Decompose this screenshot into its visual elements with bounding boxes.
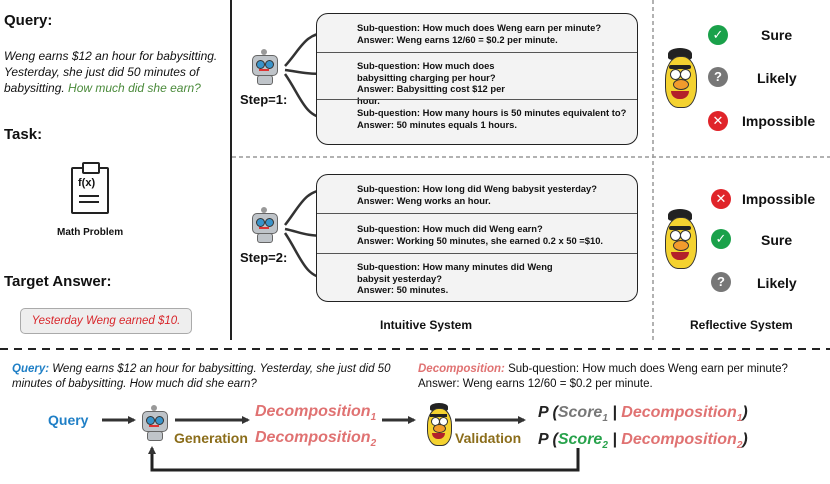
- subscript: 1: [370, 412, 377, 424]
- candidate-1a: Sub-question: How much does Weng earn pe…: [317, 22, 637, 45]
- subscript: 1: [602, 413, 608, 425]
- query-text: Weng earns $12 an hour for babysitting. …: [4, 48, 226, 96]
- query-body: Weng earns $12 an hour for babysitting. …: [4, 49, 218, 95]
- rating-label: Likely: [757, 70, 797, 86]
- sub-question: Sub-question: How long did Weng babysit …: [357, 183, 597, 194]
- decomposition-1: Decomposition1: [255, 402, 376, 428]
- sub-answer: Answer: 50 minutes equals 1 hours.: [357, 118, 517, 130]
- probability-1: P (Score1 | Decomposition1): [538, 404, 748, 425]
- question-icon: ?: [711, 272, 731, 292]
- sub-question: Sub-question: How much did Weng earn?: [357, 223, 543, 234]
- generation-label: Generation: [174, 430, 248, 446]
- step1-label: Step=1:: [240, 92, 288, 107]
- bottom-decomp-text: Sub-question: How much does Weng earn pe…: [418, 363, 788, 390]
- candidate-2c: Sub-question: How many minutes did Weng …: [317, 261, 557, 296]
- rating-label: Sure: [761, 27, 793, 43]
- validator-character-icon: [661, 209, 699, 269]
- divider: [317, 52, 637, 53]
- sub-question: Sub-question: How much does babysitting …: [357, 60, 496, 83]
- cross-icon: ✕: [711, 189, 731, 209]
- candidate-2a: Sub-question: How long did Weng babysit …: [317, 183, 637, 206]
- sub-answer: Answer: Babysitting cost $12 per hour.: [357, 83, 505, 106]
- divider: [317, 253, 637, 254]
- step2-label: Step=2:: [240, 250, 288, 265]
- sub-answer: Answer: Working 50 minutes, she earned 0…: [357, 234, 604, 246]
- probability-2: P (Score2 | Decomposition2): [538, 431, 748, 452]
- score-word: Score: [557, 431, 603, 449]
- prob-symbol: P: [538, 404, 549, 421]
- check-icon: ✓: [711, 229, 731, 249]
- query-question: How much did she earn?: [68, 81, 201, 95]
- question-icon: ?: [708, 67, 728, 87]
- sub-question: Sub-question: How many hours is 50 minut…: [357, 107, 627, 118]
- decomposition-word: Decomposition: [621, 404, 737, 421]
- target-label: Target Answer:: [4, 273, 112, 290]
- candidate-2b: Sub-question: How much did Weng earn? An…: [317, 223, 637, 246]
- sub-answer: Answer: 50 minutes.: [357, 284, 449, 295]
- target-answer: Yesterday Weng earned $10.: [20, 308, 192, 334]
- decomposition-outputs: Decomposition1 Decomposition2: [255, 402, 376, 454]
- sub-question: Sub-question: How much does Weng earn pe…: [357, 22, 602, 33]
- rating-label: Impossible: [742, 113, 816, 129]
- validation-label: Validation: [455, 430, 522, 446]
- rating-label: Impossible: [742, 191, 816, 207]
- probability-outputs: P (Score1 | Decomposition1) P (Score2 | …: [538, 402, 748, 456]
- decomposition-word: Decomposition: [255, 403, 371, 420]
- candidate-1b: Sub-question: How much does babysitting …: [317, 60, 517, 106]
- candidate-1c: Sub-question: How many hours is 50 minut…: [317, 107, 637, 130]
- step1-candidates-card: Sub-question: How much does Weng earn pe…: [316, 13, 638, 145]
- decomposition-2: Decomposition2: [255, 428, 376, 454]
- validator-character-icon: [661, 48, 699, 108]
- check-icon: ✓: [708, 25, 728, 45]
- cross-icon: ✕: [708, 111, 728, 131]
- rating-label: Likely: [757, 275, 797, 291]
- decomposition-word: Decomposition: [255, 429, 371, 447]
- decomposition-word: Decomposition: [621, 431, 737, 449]
- divider: [317, 213, 637, 214]
- subscript: 1: [736, 413, 743, 425]
- subscript: 2: [602, 440, 608, 452]
- bottom-decomp-prefix: Decomposition:: [418, 363, 505, 375]
- prob-symbol: P: [538, 431, 549, 449]
- clipboard-icon: f(x): [71, 162, 109, 214]
- bottom-query-prefix: Query:: [12, 363, 50, 375]
- sub-answer: Answer: Weng works an hour.: [357, 194, 491, 206]
- score-word: Score: [557, 404, 603, 421]
- sub-answer: Answer: Weng earns 12/60 = $0.2 per minu…: [357, 33, 558, 45]
- rating-label: Sure: [761, 232, 793, 248]
- validator-character-icon: [422, 403, 460, 446]
- task-name: Math Problem: [57, 227, 124, 238]
- sub-question: Sub-question: How many minutes did Weng …: [357, 261, 553, 284]
- flow-query-label: Query: [48, 412, 89, 428]
- divider: [317, 99, 637, 100]
- bottom-query: Query: Weng earns $12 an hour for babysi…: [12, 362, 392, 392]
- step2-candidates-card: Sub-question: How long did Weng babysit …: [316, 174, 638, 302]
- query-label: Query:: [4, 12, 53, 29]
- subscript: 2: [736, 440, 743, 452]
- bottom-decomposition: Decomposition: Sub-question: How much do…: [418, 362, 823, 392]
- bottom-query-text: Weng earns $12 an hour for babysitting. …: [12, 363, 391, 390]
- intuitive-system-label: Intuitive System: [380, 318, 473, 332]
- reflective-system-label: Reflective System: [690, 318, 793, 332]
- subscript: 2: [370, 438, 377, 450]
- task-label: Task:: [4, 126, 43, 143]
